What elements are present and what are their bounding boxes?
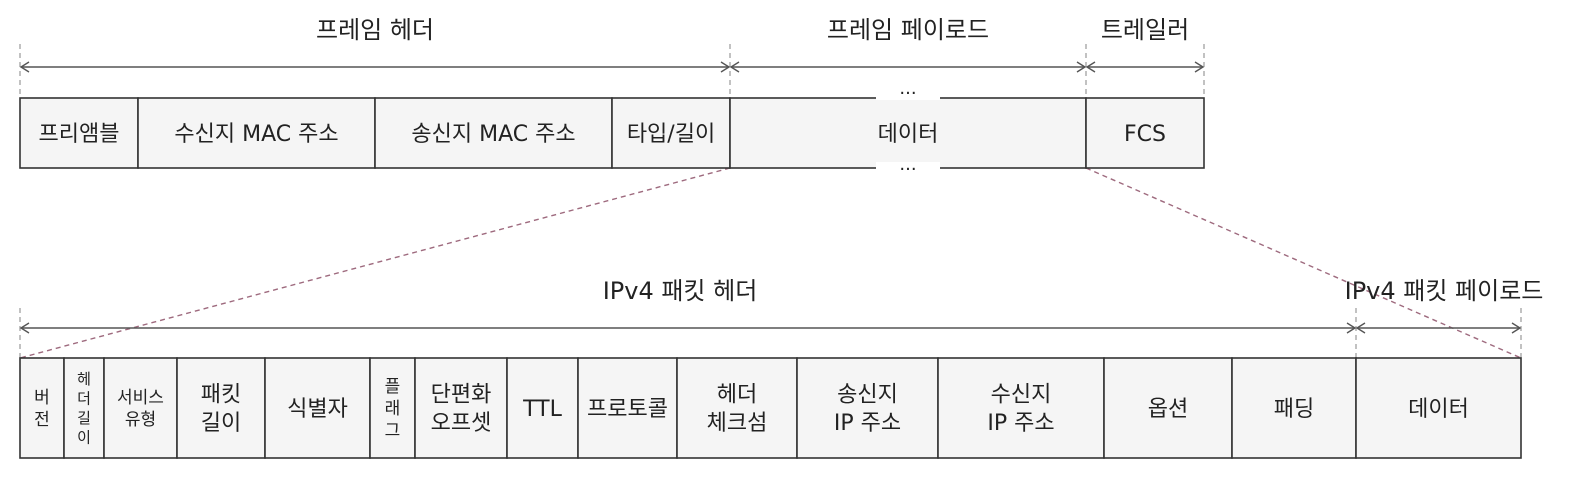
zoom-line-left (19, 167, 731, 359)
packet-packet-length-cell (176, 357, 266, 459)
frame-trailer-span (1085, 61, 1205, 73)
packet-padding-label: 패딩 (1274, 397, 1314, 422)
packet-header-length-label: 길 (77, 409, 91, 427)
packet-options-label: 옵션 (1148, 397, 1188, 422)
frame-fcs-label: FCS (1124, 122, 1166, 147)
frame-dst-mac-cell (137, 97, 376, 169)
zoom-connector-lines (19, 167, 1522, 359)
packet-flags-label: 플 (385, 377, 401, 397)
packet-identifier-cell (264, 357, 371, 459)
field-cells (19, 97, 1522, 459)
frame-dst-mac-label: 수신지 MAC 주소 (174, 122, 338, 147)
packet-header-span (19, 322, 1357, 334)
frame-data-cell (729, 97, 1087, 169)
packet-service-type-cell (103, 357, 178, 459)
frame-payload-span (729, 61, 1087, 73)
packet-header-length-label: 헤 (77, 370, 91, 388)
packet-ttl-label: TTL (522, 397, 562, 422)
packet-header-label: IPv4 패킷 헤더 (603, 277, 758, 305)
packet-header-checksum-label: 체크섬 (707, 411, 768, 436)
frame-preamble-cell (19, 97, 139, 169)
packet-version-label: 버 (34, 388, 50, 408)
frame-type-length-label: 타입/길이 (627, 122, 715, 147)
frame-data-ellipsis: ··· (899, 83, 916, 104)
packet-src-ip-cell (796, 357, 939, 459)
frame-preamble-label: 프리앰블 (39, 122, 120, 147)
packet-padding-cell (1231, 357, 1357, 459)
packet-fragment-offset-label: 단편화 (431, 383, 492, 408)
frame-data-label: 데이터 (878, 122, 939, 147)
packet-header-length-label: 이 (77, 429, 91, 447)
frame-fcs-cell (1085, 97, 1205, 169)
packet-service-type-label: 서비스 (117, 388, 164, 408)
frame-type-length-cell (611, 97, 731, 169)
packet-flags-label: 래 (385, 399, 401, 419)
frame-trailer-label: 트레일러 (1101, 16, 1189, 44)
packet-header-checksum-cell (676, 357, 798, 459)
packet-version-cell (19, 357, 65, 459)
packet-header-checksum-label: 헤더 (717, 383, 757, 408)
packet-protocol-cell (577, 357, 678, 459)
frame-header-label: 프레임 헤더 (316, 16, 434, 44)
frame-header-span (19, 61, 731, 73)
packet-dst-ip-label: IP 주소 (987, 411, 1054, 436)
packet-fragment-offset-label: 오프셋 (431, 411, 492, 436)
packet-packet-length-label: 패킷 (201, 383, 241, 408)
packet-dst-ip-label: 수신지 (991, 383, 1052, 408)
packet-protocol-label: 프로토콜 (587, 397, 668, 422)
packet-ttl-cell (506, 357, 579, 459)
packet-header-length-cell (63, 357, 105, 459)
packet-src-ip-label: 송신지 (837, 383, 898, 408)
packet-version-label: 전 (34, 410, 50, 430)
packet-flags-label: 그 (385, 421, 401, 441)
zoom-line-right (1085, 167, 1522, 359)
packet-identifier-label: 식별자 (287, 397, 348, 422)
packet-header-length-label: 더 (77, 390, 91, 408)
frame-payload-label: 프레임 페이로드 (827, 16, 989, 44)
packet-src-ip-label: IP 주소 (834, 411, 901, 436)
packet-service-type-label: 유형 (125, 410, 156, 430)
ellipsis-mask (876, 162, 940, 176)
packet-dst-ip-cell (937, 357, 1105, 459)
ellipsis-mask (876, 86, 940, 100)
packet-data-cell (1355, 357, 1522, 459)
packet-data-label: 데이터 (1408, 397, 1469, 422)
packet-payload-label: IPv4 패킷 페이로드 (1345, 277, 1544, 305)
frame-src-mac-cell (374, 97, 613, 169)
section-span-arrows (19, 61, 1522, 334)
frame-data-ellipsis: ··· (899, 159, 916, 180)
section-boundaries (19, 44, 1522, 358)
packet-packet-length-label: 길이 (201, 411, 241, 436)
frame-src-mac-label: 송신지 MAC 주소 (411, 122, 575, 147)
packet-payload-span (1355, 322, 1522, 334)
diagram-labels: 프레임 헤더 프레임 페이로드 트레일러 IPv4 패킷 헤더 IPv4 패킷 페이로드… (34, 16, 1543, 447)
packet-fragment-offset-cell (414, 357, 508, 459)
